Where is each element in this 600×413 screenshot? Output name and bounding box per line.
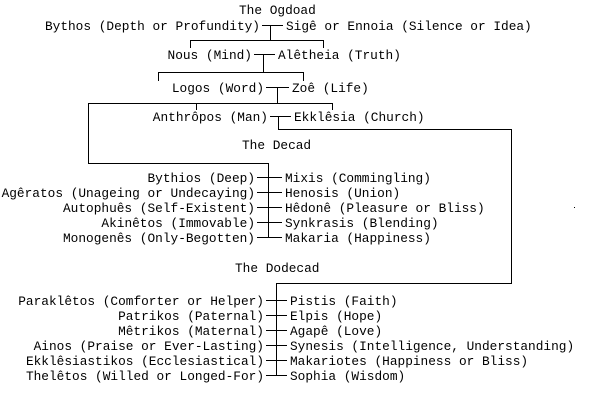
aeon-left-label: Autophuês (Self-Existent)	[63, 201, 255, 216]
tree-connector-line	[511, 130, 512, 284]
pair-connector-line	[257, 237, 282, 238]
pair-connector-line	[257, 207, 282, 208]
aeon-right-label: Sophia (Wisdom)	[290, 369, 406, 384]
aeon-left-label: Thelêtos (Willed or Longed-For)	[25, 369, 264, 384]
pair-connector-line	[257, 177, 282, 178]
aeon-left-label: Bythos (Depth or Profundity)	[44, 19, 260, 34]
aeon-right-label: Ekklêsia (Church)	[294, 110, 425, 125]
tree-connector-line	[276, 284, 277, 376]
tree-connector-line	[268, 164, 269, 238]
tree-connector-line	[158, 72, 304, 73]
tree-connector-line	[323, 41, 324, 48]
aeon-left-label: Ainos (Praise or Ever-Lasting)	[33, 339, 264, 354]
aeon-right-label: Makaria (Happiness)	[285, 231, 431, 246]
aeon-left-label: Mêtrikos (Maternal)	[118, 324, 264, 339]
aeon-right-label: Agapê (Love)	[290, 324, 383, 339]
section-title-ogdoad: The Ogdoad	[239, 3, 316, 18]
aeon-right-label: Sigê or Ennoia (Silence or Idea)	[286, 19, 532, 34]
section-title-decad: The Decad	[242, 138, 312, 153]
pair-connector-line	[270, 116, 291, 117]
aeon-left-label: Bythios (Deep)	[147, 171, 255, 186]
tree-connector-line	[190, 41, 191, 48]
aeon-right-label: Pistis (Faith)	[290, 294, 398, 309]
tree-connector-line	[276, 283, 512, 284]
aeon-right-label: Synkrasis (Blending)	[285, 216, 439, 231]
aeon-left-label: Patrikos (Paternal)	[118, 309, 264, 324]
aeon-right-label: Synesis (Intelligence, Understanding)	[290, 339, 575, 354]
aeon-right-label: Hêdonê (Pleasure or Bliss)	[285, 201, 485, 216]
tree-connector-line	[88, 103, 333, 104]
pair-connector-line	[257, 192, 282, 193]
pair-connector-line	[254, 54, 275, 55]
aeon-left-label: Logos (Word)	[171, 81, 264, 96]
aeon-left-label: Nous (Mind)	[167, 48, 252, 63]
tree-connector-line	[263, 55, 264, 73]
tree-connector-line	[303, 73, 304, 81]
pair-connector-line	[262, 25, 283, 26]
aeon-right-label: Mixis (Commingling)	[285, 171, 431, 186]
tree-connector-line	[88, 104, 89, 164]
tree-connector-line	[332, 104, 333, 110]
tree-connector-line	[277, 88, 278, 104]
aeon-left-label: Monogenês (Only-Begotten)	[63, 231, 255, 246]
aeon-right-label: Zoê (Life)	[292, 81, 369, 96]
aeon-right-label: Elpis (Hope)	[290, 309, 383, 324]
aeon-left-label: Anthrôpos (Man)	[152, 110, 268, 125]
tree-connector-line	[278, 117, 279, 130]
aeon-left-label: Paraklêtos (Comforter or Helper)	[18, 294, 264, 309]
pair-connector-line	[266, 87, 289, 88]
tree-connector-line	[190, 40, 324, 41]
aeon-left-label: Agêratos (Unageing or Undecaying)	[1, 186, 255, 201]
stray-pixel-artifact	[574, 207, 575, 208]
aeon-left-label: Ekklêsiastikos (Ecclesiastical)	[25, 354, 264, 369]
tree-connector-line	[278, 129, 512, 130]
tree-connector-line	[270, 26, 271, 41]
tree-connector-line	[158, 73, 159, 81]
pair-connector-line	[257, 222, 282, 223]
aeon-left-label: Akinêtos (Immovable)	[101, 216, 255, 231]
tree-connector-line	[88, 163, 269, 164]
tree-connector-line	[196, 104, 197, 110]
aeon-right-label: Henosis (Union)	[285, 186, 401, 201]
aeon-right-label: Alêtheia (Truth)	[278, 48, 401, 63]
section-title-dodecad: The Dodecad	[235, 261, 320, 276]
aeon-right-label: Makariotes (Happiness or Bliss)	[290, 354, 529, 369]
